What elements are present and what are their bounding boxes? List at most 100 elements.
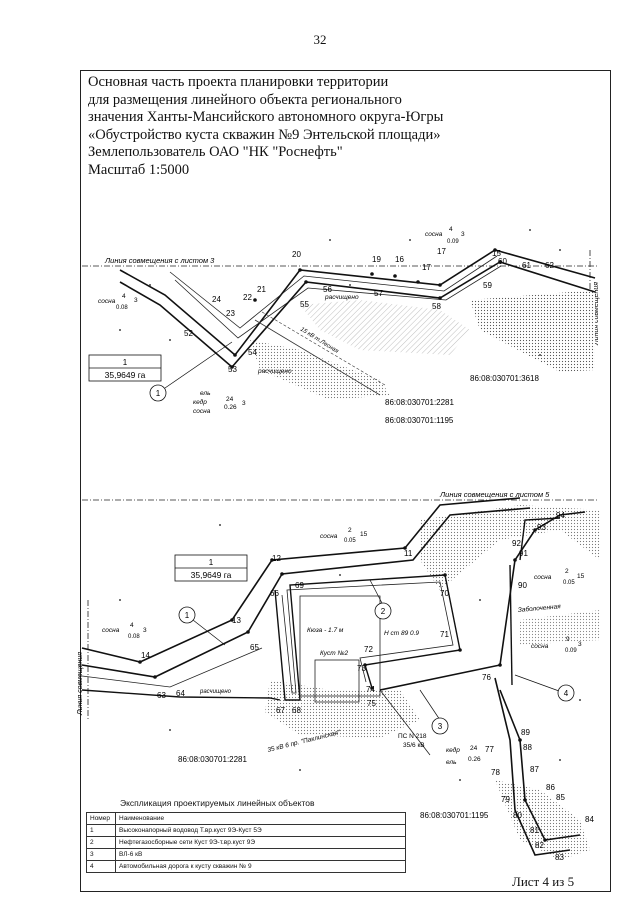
cleared-label: расчищено	[257, 368, 292, 375]
tree-num: 0.05	[344, 538, 356, 544]
legend-row-number: 4	[86, 860, 116, 873]
tree-label: сосна	[531, 643, 549, 650]
cleared-label: расчищено	[324, 294, 359, 301]
tree-num: 4	[122, 293, 126, 300]
area-label-value-bottom: 35,9649 га	[191, 570, 232, 580]
legend-header-row: Номер Наименование	[86, 812, 406, 825]
road-vertical	[509, 564, 513, 686]
callout-4	[557, 684, 575, 702]
point-label: 85	[556, 793, 565, 802]
area-label-num-bottom: 1	[209, 558, 214, 567]
area-label-num: 1	[123, 358, 128, 367]
cleared-area	[300, 300, 470, 355]
hatched-area-right	[470, 290, 595, 372]
substation-zone	[265, 680, 420, 738]
road-outer-right-2	[494, 677, 571, 856]
tree-label: ель	[200, 390, 211, 397]
point-label: 23	[226, 309, 235, 318]
legend-row: 3 ВЛ-6 кВ	[86, 848, 406, 861]
road-outer-left	[379, 511, 586, 691]
point-label: 21	[257, 285, 266, 294]
point-label: 91	[519, 549, 528, 558]
point-label: 17	[422, 263, 431, 272]
point-label: 90	[518, 581, 527, 590]
legend-title: Экспликация проектируемых линейных объек…	[120, 798, 315, 808]
point-label: 54	[248, 348, 257, 357]
point-label: 87	[530, 765, 539, 774]
tree-num: 4	[449, 226, 453, 233]
top-map: Линия совмещения с листом 3 Линия совмещ…	[82, 226, 600, 425]
point-label: 53	[228, 365, 237, 374]
swamp-area	[520, 610, 600, 645]
tree-label: сосна	[425, 231, 443, 238]
callout-3-label: 3	[438, 722, 443, 731]
ps-label: ПС N 218	[398, 733, 427, 740]
point-label: 67	[276, 706, 285, 715]
page-number: 32	[313, 32, 327, 47]
point-label: 24	[212, 295, 221, 304]
point-label: 14	[141, 651, 150, 660]
cadastral-2281-top: 86:08:030701:2281	[385, 398, 455, 407]
nst-label: Н ст 89 0.9	[384, 630, 419, 637]
kyuza-label: Кюза - 1.7 м	[307, 627, 344, 634]
bottom-point-labels: 11 12 13 14 63 64 65 66 67 68 69 70 71 7…	[141, 511, 594, 862]
point-label: 66	[270, 589, 279, 598]
point-label: 94	[556, 511, 565, 520]
legend-header-number: Номер	[86, 812, 116, 825]
forest-area	[250, 340, 390, 400]
cadastral-1195-top: 86:08:030701:1195	[385, 416, 454, 425]
point-label: 72	[364, 645, 373, 654]
point-label: 93	[537, 523, 546, 532]
callout-1-top-label: 1	[156, 389, 161, 398]
sheet-number: Лист 4 из 5	[512, 874, 575, 889]
point-label: 13	[232, 616, 241, 625]
area-label-value: 35,9649 га	[105, 370, 146, 380]
hatched-band	[420, 505, 600, 590]
point-label: 56	[323, 285, 332, 294]
pipeline-bottom	[81, 647, 263, 688]
ps-voltage: 35/6 кВ	[403, 742, 425, 749]
point-label: 15	[492, 249, 501, 258]
point-label: 58	[432, 302, 441, 311]
match-line-5-label: Линия совмещения с листом 5	[439, 490, 550, 499]
point-label: 19	[372, 255, 381, 264]
point-label: 84	[585, 815, 594, 824]
tree-label: сосна	[98, 298, 116, 305]
pipeline-line-2	[174, 265, 502, 339]
legend-header-name: Наименование	[115, 812, 406, 825]
tree-num: 2	[565, 568, 569, 575]
tree-num: 2	[348, 527, 352, 534]
point-label: 11	[404, 549, 413, 558]
point-label: 81	[530, 826, 539, 835]
top-vertex-dots	[230, 248, 502, 369]
bottom-vertex-dots	[138, 528, 547, 842]
tree-num: 0.05	[563, 580, 575, 586]
point-label: 77	[485, 745, 494, 754]
tree-label: кедр	[446, 746, 460, 754]
cleared-label-bottom: расчищено	[199, 689, 232, 695]
point-label: 86	[546, 783, 555, 792]
point-label: 74	[366, 685, 375, 694]
drawing-frame	[80, 70, 611, 892]
point-label: 80	[513, 811, 522, 820]
road-top	[519, 517, 561, 561]
legend-row: 4 Автомобильная дорога к кусту скважин №…	[86, 860, 406, 873]
legend-table: Номер Наименование 1 Высоконапорный водо…	[86, 812, 406, 873]
kust-2-block	[314, 659, 360, 703]
title-line-4: «Обустройство куста скважин №9 Энтельско…	[88, 126, 441, 143]
point-label: 82	[535, 841, 544, 850]
cadastral-1195-bottom: 86:08:030701:1195	[420, 811, 489, 820]
tree-num: 4	[130, 622, 134, 629]
forest-area-bottom	[495, 780, 590, 860]
tree-num: 0.09	[565, 648, 577, 654]
power-line	[254, 319, 381, 396]
tree-num: 0.08	[128, 634, 140, 640]
point-label: 65	[250, 643, 259, 652]
point-label: 76	[482, 673, 491, 682]
point-label: 20	[292, 250, 301, 259]
tree-label: ель	[446, 759, 457, 766]
point-label: 63	[157, 691, 166, 700]
point-label: 57	[374, 289, 383, 298]
point-label: 22	[243, 293, 252, 302]
tree-num: 0.08	[116, 305, 128, 311]
